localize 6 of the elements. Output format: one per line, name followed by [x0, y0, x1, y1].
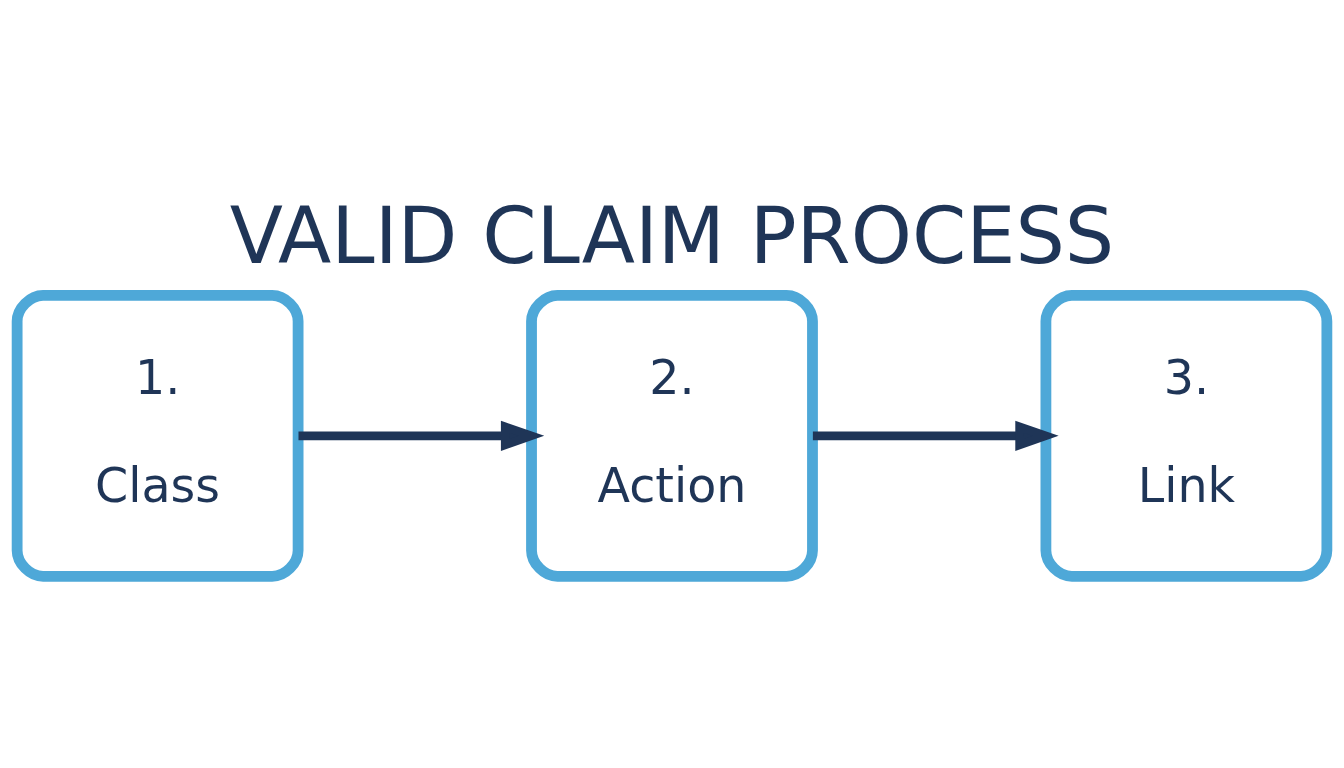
arrow: [298, 420, 545, 452]
node-box: 3. Link: [1040, 290, 1333, 582]
node-box: 1. Class: [11, 290, 304, 582]
diagram-title: VALID CLAIM PROCESS: [229, 190, 1115, 281]
node-box: 2. Action: [526, 290, 818, 582]
arrow: [812, 420, 1059, 452]
